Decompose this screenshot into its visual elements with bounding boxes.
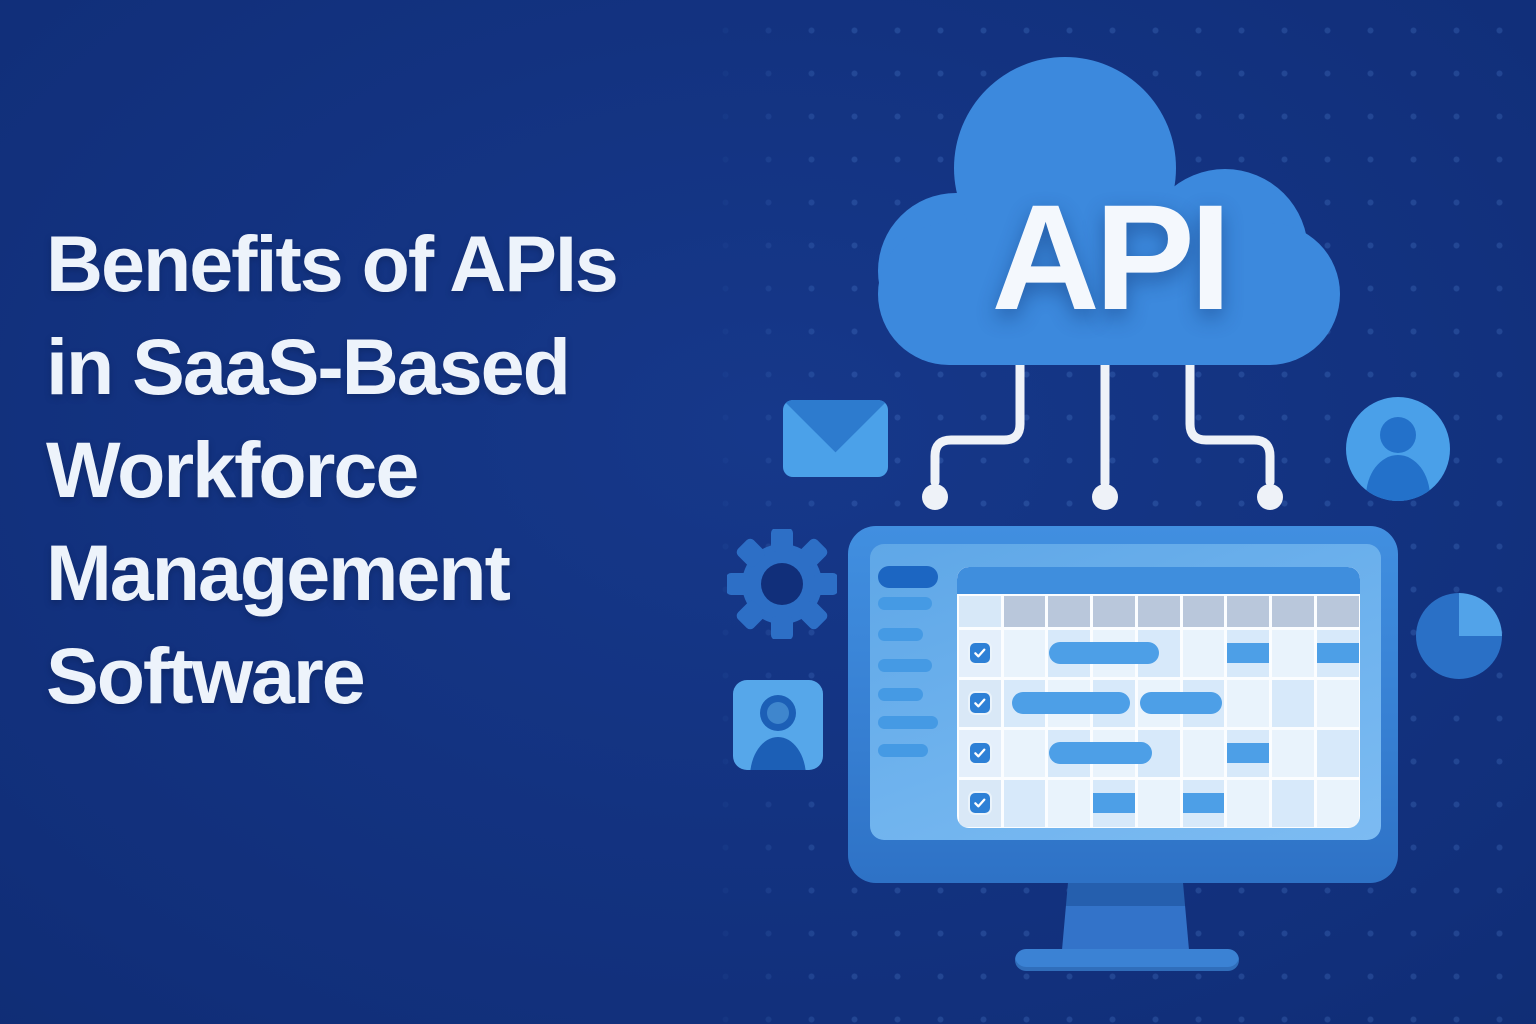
sidebar-pill-1: [878, 597, 932, 610]
checkmark-icon: [973, 748, 985, 758]
gear-icon: [727, 529, 837, 639]
api-cloud-icon: API: [878, 57, 1340, 365]
grid-cell-r3c1: [1003, 729, 1046, 777]
schedule-bar-r2-1: [1011, 692, 1130, 714]
cloud-base: [878, 223, 1340, 365]
grid-cell-r3c7: [1272, 729, 1314, 777]
avatar-shoulders: [1366, 455, 1430, 501]
sidebar-pill-4: [878, 688, 923, 701]
grid-cell-r1c5: [1182, 629, 1225, 677]
grid-cell-r3c8: [1316, 729, 1359, 777]
user-avatar-icon: [1346, 397, 1450, 501]
headline-line-4: Management: [46, 528, 511, 617]
grid-cell-r2c6: [1227, 679, 1269, 727]
grid-cell-r4c4: [1137, 779, 1180, 827]
api-label: API: [991, 172, 1231, 341]
connector-node-right: [1257, 484, 1283, 510]
headline-line-2: in SaaS-Based: [46, 322, 571, 411]
header-cell-8: [1316, 595, 1359, 627]
schedule-band-r3-c6: [1227, 743, 1269, 763]
checkbox-row3: [967, 741, 992, 765]
grid-cell-r2c7: [1272, 679, 1314, 727]
connector-right: [1185, 355, 1275, 487]
employee-face: [767, 702, 789, 724]
grid-cell-r2c8: [1316, 679, 1359, 727]
employee-card-icon: [733, 680, 823, 770]
headline-line-1: Benefits of APIs: [46, 219, 619, 308]
header-cell-7: [1272, 595, 1314, 627]
monitor-base: [1015, 949, 1239, 971]
grid-cell-r4c8: [1316, 779, 1359, 827]
headline-line-3: Workforce: [46, 425, 419, 514]
schedule-band-r4-c3: [1093, 793, 1135, 813]
grid-cell-r1c7: [1272, 629, 1314, 677]
header-cell-6: [1227, 595, 1269, 627]
checkbox-row2: [967, 691, 992, 715]
connector-node-left: [922, 484, 948, 510]
sidebar-pill-6: [878, 744, 928, 757]
avatar-head: [1380, 417, 1416, 453]
sidebar-pill-2: [878, 628, 923, 641]
schedule-bar-r2-2: [1139, 692, 1223, 714]
checkmark-icon: [973, 798, 985, 808]
header-cell-4: [1137, 595, 1180, 627]
grid-cell-r4c2: [1048, 779, 1090, 827]
pie-chart-icon: [1416, 593, 1502, 679]
monitor-stand: [1062, 883, 1189, 950]
grid-cell-r4c6: [1227, 779, 1269, 827]
email-icon: [783, 400, 888, 477]
connector-left: [930, 355, 1025, 487]
header-cell-3: [1093, 595, 1135, 627]
page-title: Benefits of APIs in SaaS-Based Workforce…: [46, 212, 619, 727]
schedule-band-r4-c5: [1182, 793, 1225, 813]
checkbox-row4: [967, 791, 992, 815]
schedule-bar-r1-1: [1048, 642, 1159, 664]
checkbox-row1: [967, 641, 992, 665]
schedule-bar-r3-1: [1048, 742, 1152, 764]
grid-cell-r1c1: [1003, 629, 1046, 677]
email-flap: [783, 400, 888, 453]
grid-cell-r4c7: [1272, 779, 1314, 827]
grid-cell-r3c5: [1182, 729, 1225, 777]
header-cell-5: [1182, 595, 1225, 627]
sidebar-pill-3: [878, 659, 932, 672]
employee-shoulders: [750, 737, 806, 770]
sidebar-logo: [878, 566, 938, 588]
schedule-band-r1-c8: [1316, 643, 1359, 663]
grid-cell-r4c1: [1003, 779, 1046, 827]
checkmark-icon: [973, 648, 985, 658]
connector-node-middle: [1092, 484, 1118, 510]
schedule-table: [957, 567, 1360, 828]
checkmark-icon: [973, 698, 985, 708]
table-title-bar: [957, 567, 1360, 594]
schedule-band-r1-c6: [1227, 643, 1269, 663]
header-cell-first: [958, 595, 1001, 627]
sidebar-pill-5: [878, 716, 938, 729]
headline-line-5: Software: [46, 631, 366, 720]
header-cell-2: [1048, 595, 1090, 627]
header-cell-1: [1003, 595, 1046, 627]
